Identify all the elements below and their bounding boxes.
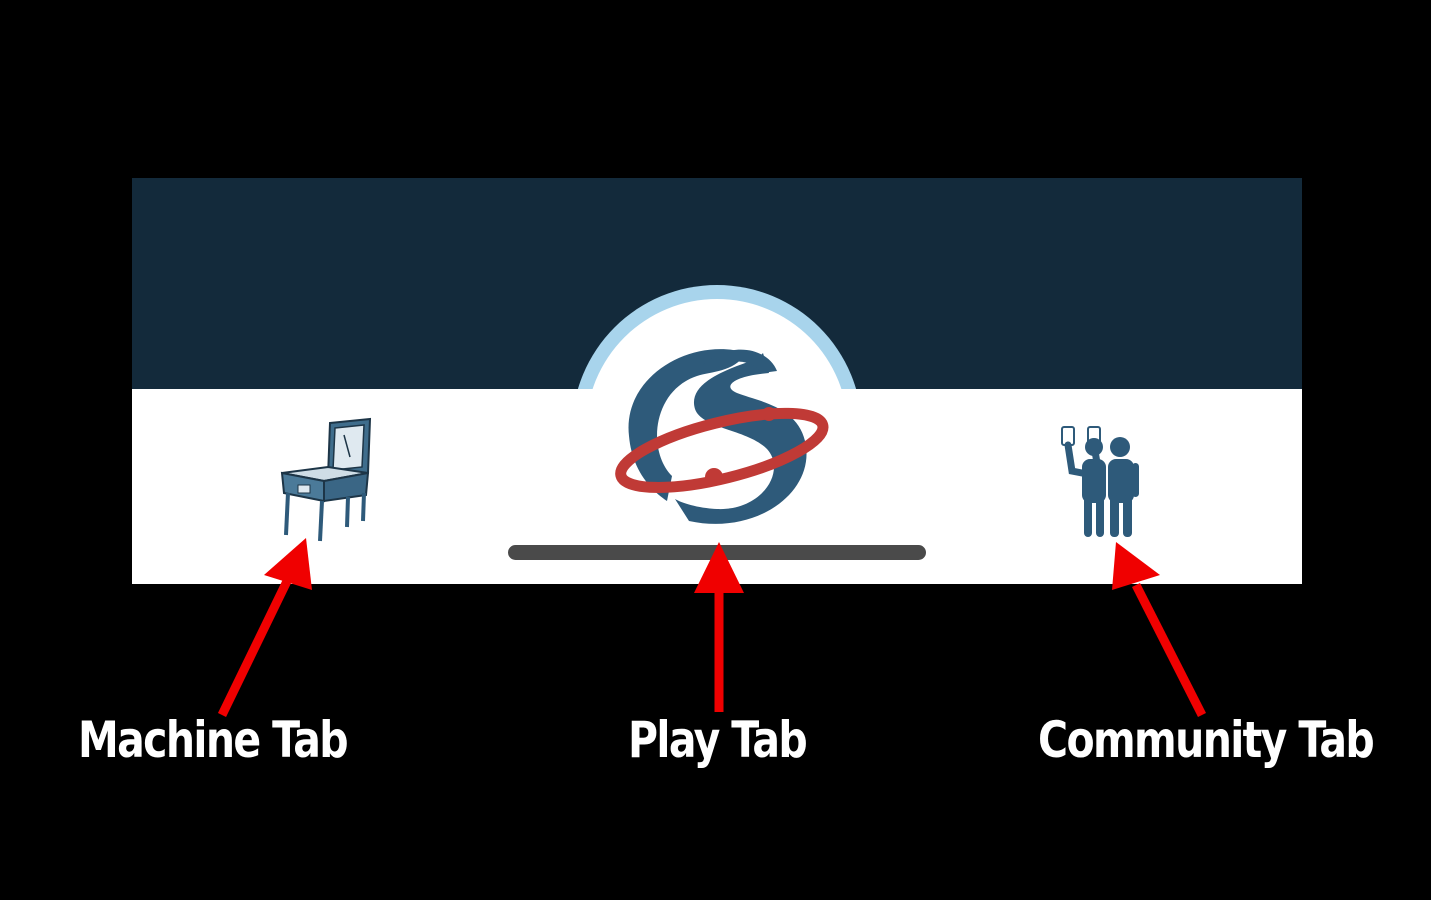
arrow-to-machine-tab [217,538,312,717]
play-tab-callout: Play Tab [628,711,808,769]
community-people-icon [1061,426,1139,537]
play-tab[interactable] [570,283,864,575]
arrow-to-play-tab [694,542,744,712]
machine-tab-callout: Machine Tab [78,711,349,769]
machine-tab[interactable] [272,415,382,545]
community-tab[interactable] [1052,423,1162,543]
app-logo-s-icon [570,285,864,575]
community-tab-callout: Community Tab [1038,711,1375,769]
pinball-machine-icon [280,417,372,542]
app-screen [132,178,1302,584]
arrow-to-community-tab [1112,542,1207,718]
